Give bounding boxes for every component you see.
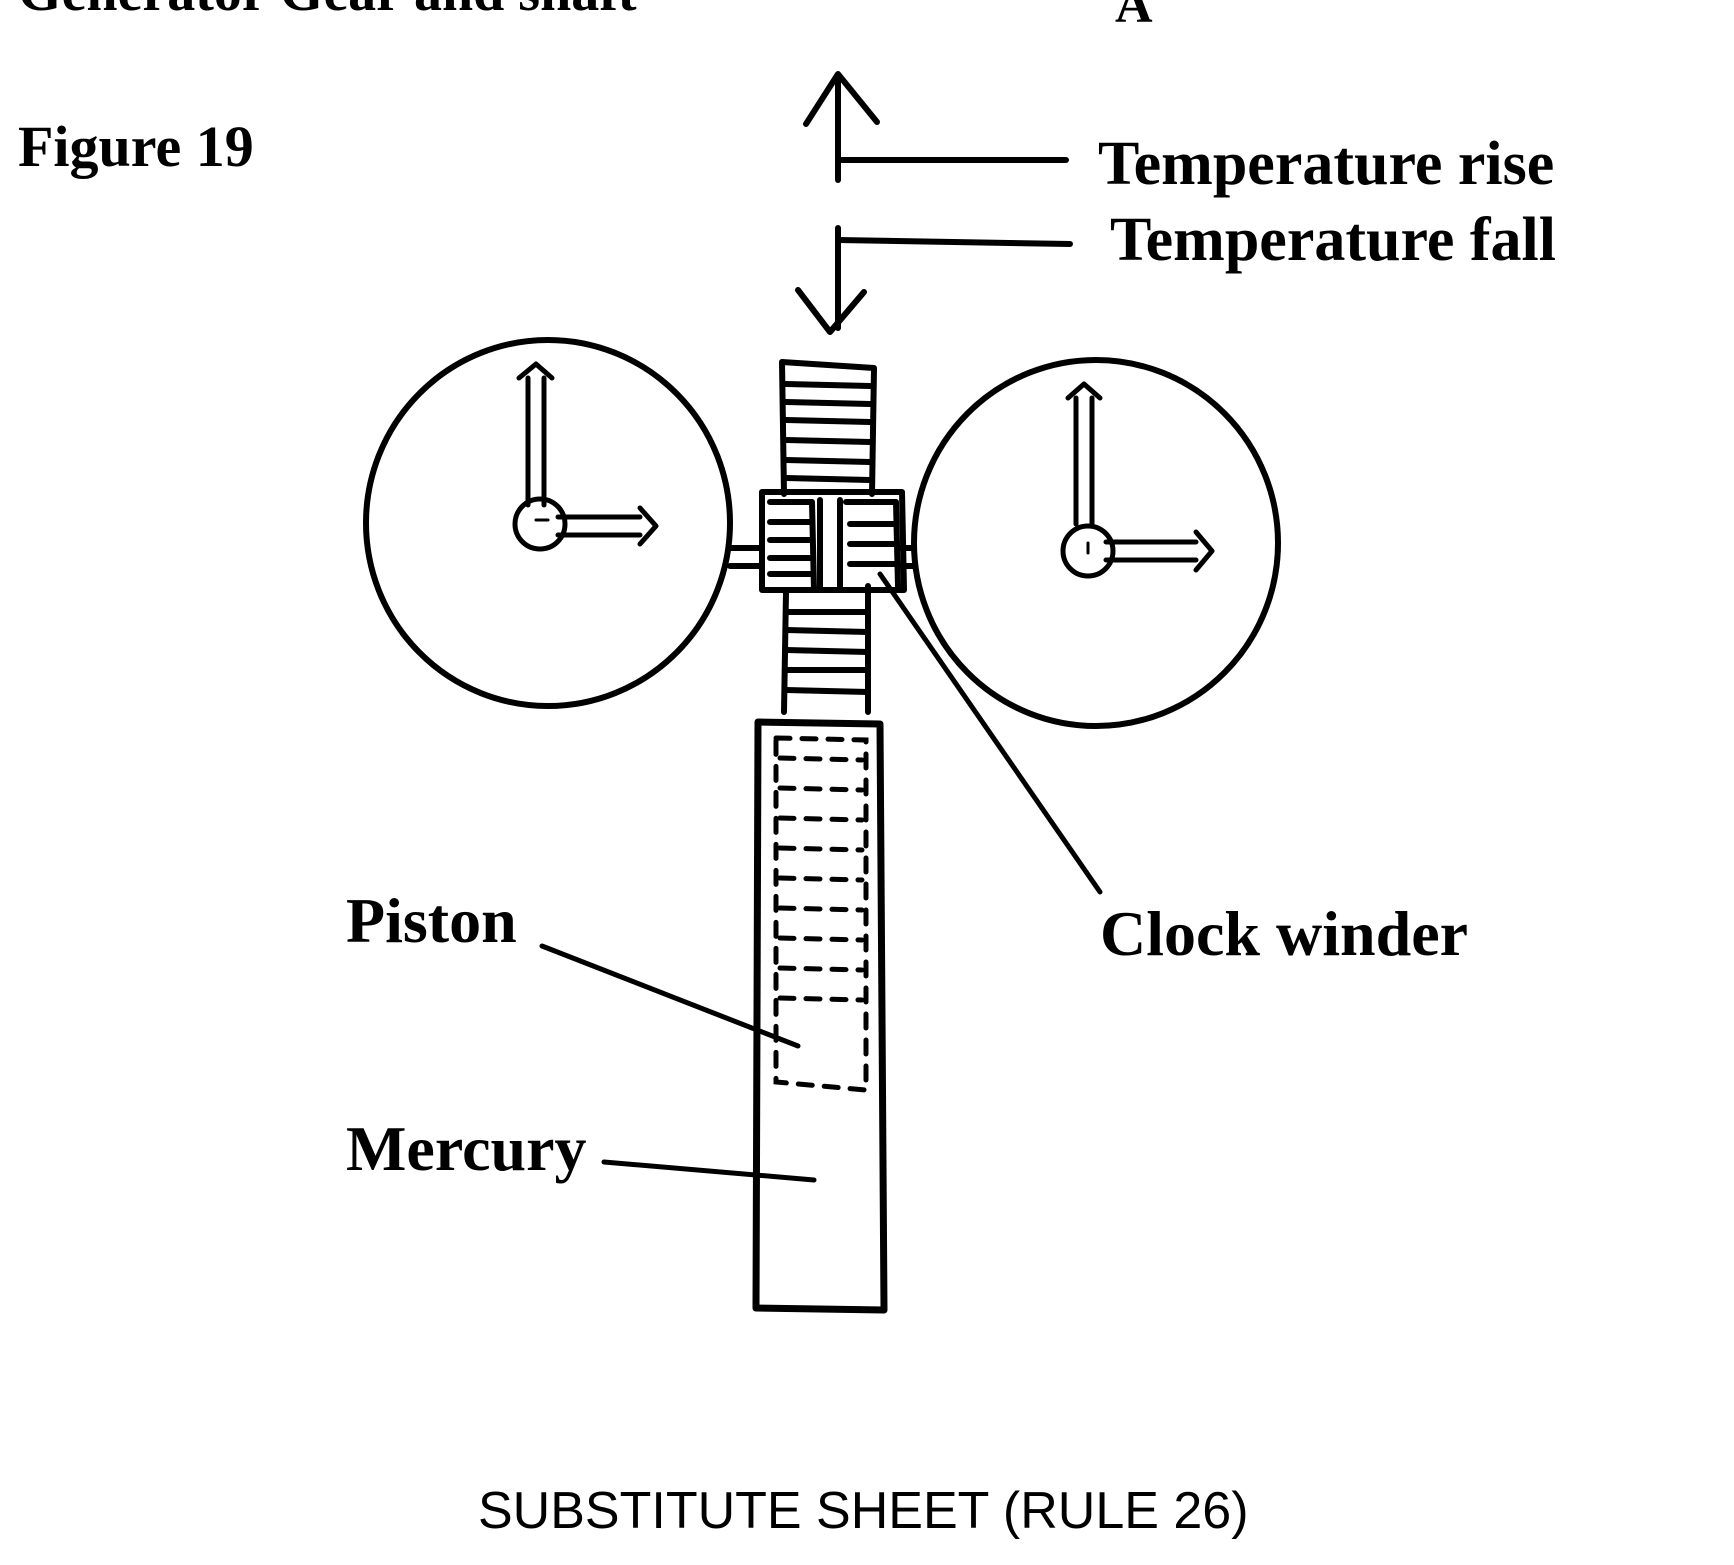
figure-title: Figure 19 xyxy=(18,114,254,179)
clock-hands-icon xyxy=(1060,381,1215,579)
clock-winder-label: Clock winder xyxy=(1100,898,1468,969)
corner-letter: A xyxy=(1115,0,1153,34)
up-arrow-icon xyxy=(803,71,880,183)
pinion-gears xyxy=(759,489,907,593)
mercury-label: Mercury xyxy=(346,1113,586,1184)
temperature-fall-label: Temperature fall xyxy=(1110,206,1556,274)
clock-winder-leader xyxy=(877,571,1103,895)
mercury-leader xyxy=(601,1159,817,1183)
shaft-teeth xyxy=(783,381,873,695)
piston-label: Piston xyxy=(346,885,517,956)
left-clock xyxy=(363,337,733,709)
leader-lines xyxy=(539,571,1103,1183)
footer-text: SUBSTITUTE SHEET (RULE 26) xyxy=(478,1482,1249,1540)
mercury-cylinder xyxy=(752,718,888,1314)
right-clock xyxy=(911,357,1281,729)
piston-leader xyxy=(539,943,801,1049)
down-arrow-icon xyxy=(795,225,867,335)
temperature-rise-label: Temperature rise xyxy=(1098,130,1554,198)
temperature-fall-leader xyxy=(835,237,1073,247)
header-text: Generator Gear and shaft xyxy=(18,0,637,23)
piston xyxy=(773,735,869,1093)
clock-hands-icon xyxy=(512,361,659,552)
